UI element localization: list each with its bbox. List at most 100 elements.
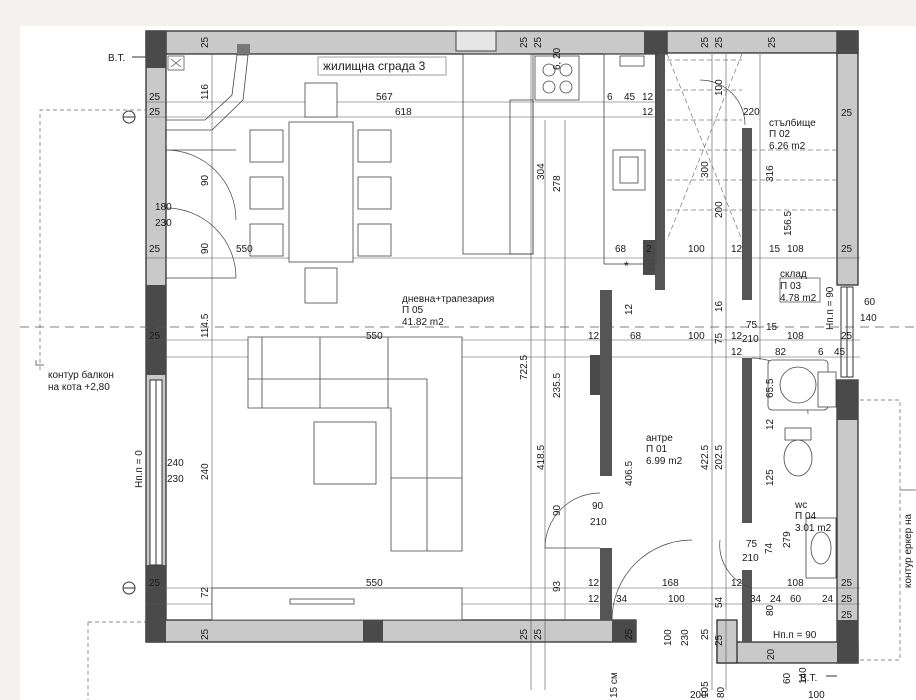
dim-label: 116	[200, 84, 211, 100]
wc-fixtures	[767, 359, 837, 579]
door-swings	[165, 79, 809, 621]
dim-label: 12	[642, 92, 654, 103]
dim-label: 618	[395, 107, 412, 118]
dim-label: 300	[700, 161, 711, 178]
dim-label: 25	[200, 36, 211, 48]
dim-label: 90	[552, 504, 563, 516]
room-name-stairs: стълбище	[769, 117, 816, 129]
wall-niche	[237, 44, 250, 55]
dim-label: 140	[860, 313, 877, 324]
dim-label: 25	[767, 36, 778, 48]
dim-label: 68	[615, 244, 627, 255]
room-code-storage: П 03	[780, 281, 802, 292]
kitchen-counter	[165, 53, 657, 265]
room-name-storage: склад	[780, 269, 807, 280]
dim-label: 25	[841, 610, 853, 621]
dim-label: 25	[624, 628, 635, 640]
dim-label: 25	[519, 36, 530, 48]
level-mark-top: В.Т.	[108, 53, 125, 64]
dim-label: 25	[149, 107, 161, 118]
sill-height-east: Нп.п = 90	[825, 286, 836, 330]
dim-label: 65.5	[765, 378, 776, 398]
room-code-stairs: П 02	[769, 129, 791, 140]
corner-sofa	[247, 336, 463, 552]
dim-label: 25	[841, 331, 853, 342]
dim-label: 12	[731, 578, 743, 589]
room-code-hall: П 01	[646, 444, 668, 455]
level-mark-bottom: В.Т.	[800, 673, 817, 684]
dim-label: 12	[624, 303, 635, 315]
coffee-table	[313, 421, 377, 485]
dim-label: 12	[731, 347, 743, 358]
dim-label: 180	[155, 202, 172, 213]
dim-label: 25	[149, 92, 161, 103]
dim-label: 80	[765, 604, 776, 616]
dim-label: 16	[714, 300, 725, 312]
tv-screen	[289, 598, 355, 605]
dim-label: 12	[588, 578, 600, 589]
dim-label: 550	[366, 578, 383, 589]
dim-label: 100	[808, 690, 825, 700]
dim-label: 230	[155, 218, 172, 229]
storage-shelf	[779, 277, 821, 303]
building-label: жилищна сграда 3	[323, 59, 426, 73]
section-thickness: 15 см	[609, 672, 620, 698]
dim-label: 108	[787, 331, 804, 342]
dim-label: 45	[624, 92, 636, 103]
dim-label: 210	[742, 334, 759, 345]
leader-lines	[35, 360, 916, 491]
dim-label: 406.5	[624, 461, 635, 486]
dim-label: 25	[841, 244, 853, 255]
dim-label: 34	[616, 594, 628, 605]
dim-label: 6	[818, 347, 824, 358]
dim-label: 15	[769, 244, 781, 255]
dim-label: 25	[533, 36, 544, 48]
dim-label: 25	[519, 628, 530, 640]
dim-label: 550	[236, 244, 253, 255]
room-area-living: 41.82 m2	[402, 317, 444, 328]
dim-label: 24	[770, 594, 782, 605]
dim-label: 25	[533, 628, 544, 640]
dim-label: 279	[782, 531, 793, 548]
dim-label: 93	[552, 580, 563, 592]
dim-label: 108	[787, 244, 804, 255]
dim-label: 230	[167, 474, 184, 485]
balcony-note-line1: контур балкон	[48, 369, 114, 381]
dim-label: 6, 20	[552, 47, 563, 70]
dim-label: 140	[798, 667, 809, 684]
dim-label: 25	[700, 628, 711, 640]
dim-label: 418.5	[536, 445, 547, 470]
dim-label: 2	[646, 244, 652, 255]
dim-label: 722.5	[519, 355, 530, 380]
balcony-outline	[39, 109, 146, 370]
asterisk-mark: *	[624, 259, 629, 273]
table-with-chairs	[249, 82, 392, 304]
room-name-living: дневна+трапезария	[402, 294, 494, 305]
inner-walls	[600, 54, 752, 642]
dim-label: 34	[750, 594, 762, 605]
dim-label: 108	[787, 578, 804, 589]
dim-label: 25	[149, 578, 161, 589]
dim-label: 25	[200, 628, 211, 640]
dim-label: 25	[149, 331, 161, 342]
room-code-wc: П 04	[795, 511, 817, 522]
dim-label: 82	[775, 347, 787, 358]
dim-label: 15	[766, 322, 778, 333]
dim-label: 202.5	[714, 445, 725, 470]
dim-label: 90	[200, 174, 211, 186]
room-name-hall: антре	[646, 433, 673, 444]
dim-label: 12	[588, 594, 600, 605]
sill-height-west: Нп.п = 0	[134, 450, 145, 488]
dim-label: 210	[590, 517, 607, 528]
dim-label: 304	[536, 163, 547, 180]
dim-label: 100	[688, 244, 705, 255]
elevation-markers	[122, 56, 837, 677]
wall-vent	[455, 30, 497, 52]
dim-label: 12	[642, 107, 654, 118]
sill-height-south: Нп.п = 90	[773, 630, 817, 641]
building-label-box	[317, 56, 447, 76]
room-area-storage: 4.78 m2	[780, 293, 817, 304]
dim-label: 25	[714, 36, 725, 48]
dim-label: 25	[149, 244, 161, 255]
dim-label: 20	[766, 648, 777, 660]
